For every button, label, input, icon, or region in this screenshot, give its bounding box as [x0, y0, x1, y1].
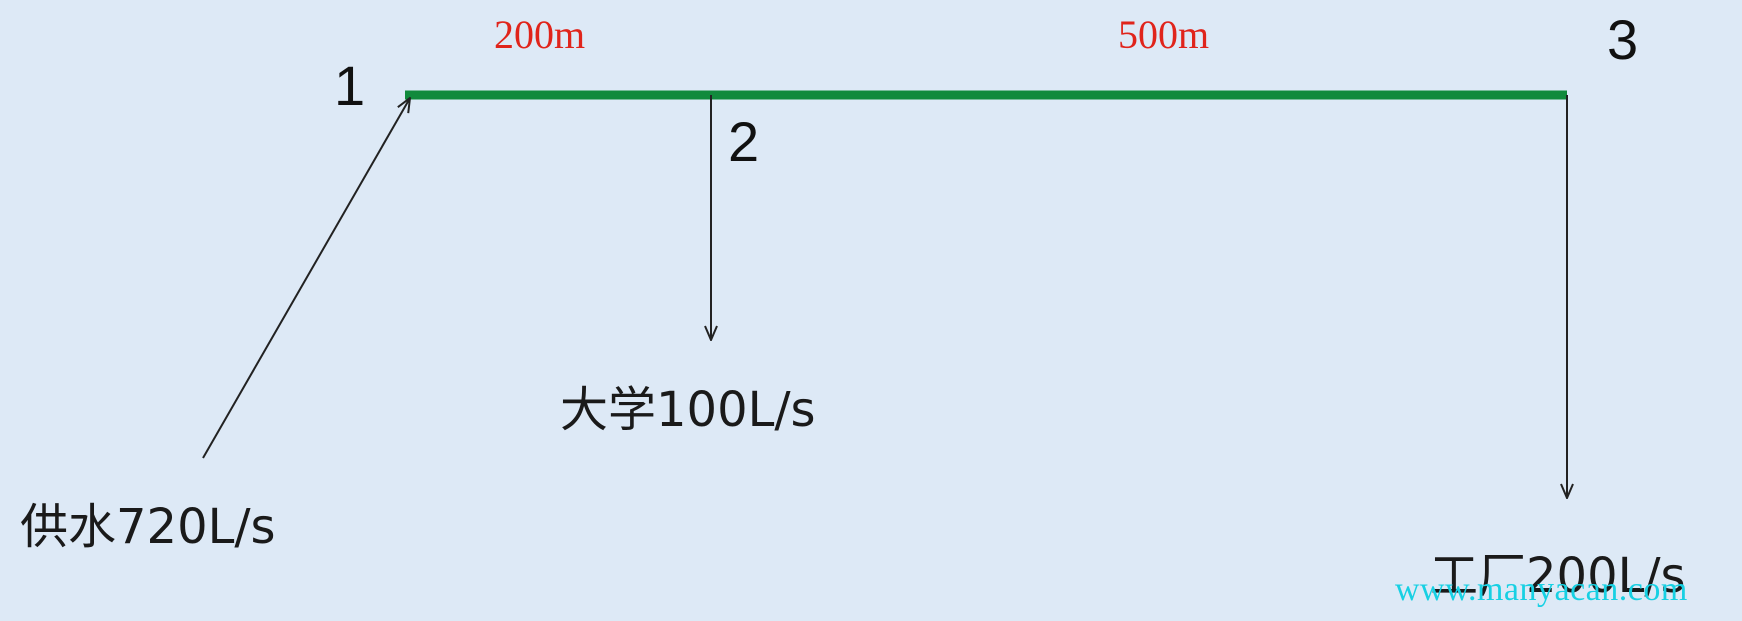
node-3-label: 3: [1607, 8, 1639, 71]
node-1-label: 1: [334, 54, 366, 117]
segment-2-3-length: 500m: [1118, 12, 1210, 57]
university-demand-label: 大学100L/s: [560, 382, 816, 438]
supply-inflow-arrow: [202, 98, 410, 459]
watermark: www.manyacan.com: [1395, 571, 1688, 608]
factory-demand-label: 工厂200L/s: [1430, 548, 1686, 604]
node-2-label: 2: [728, 110, 760, 173]
supply-flow-label: 供水720L/s: [20, 499, 276, 555]
segment-1-2-length: 200m: [494, 12, 586, 57]
